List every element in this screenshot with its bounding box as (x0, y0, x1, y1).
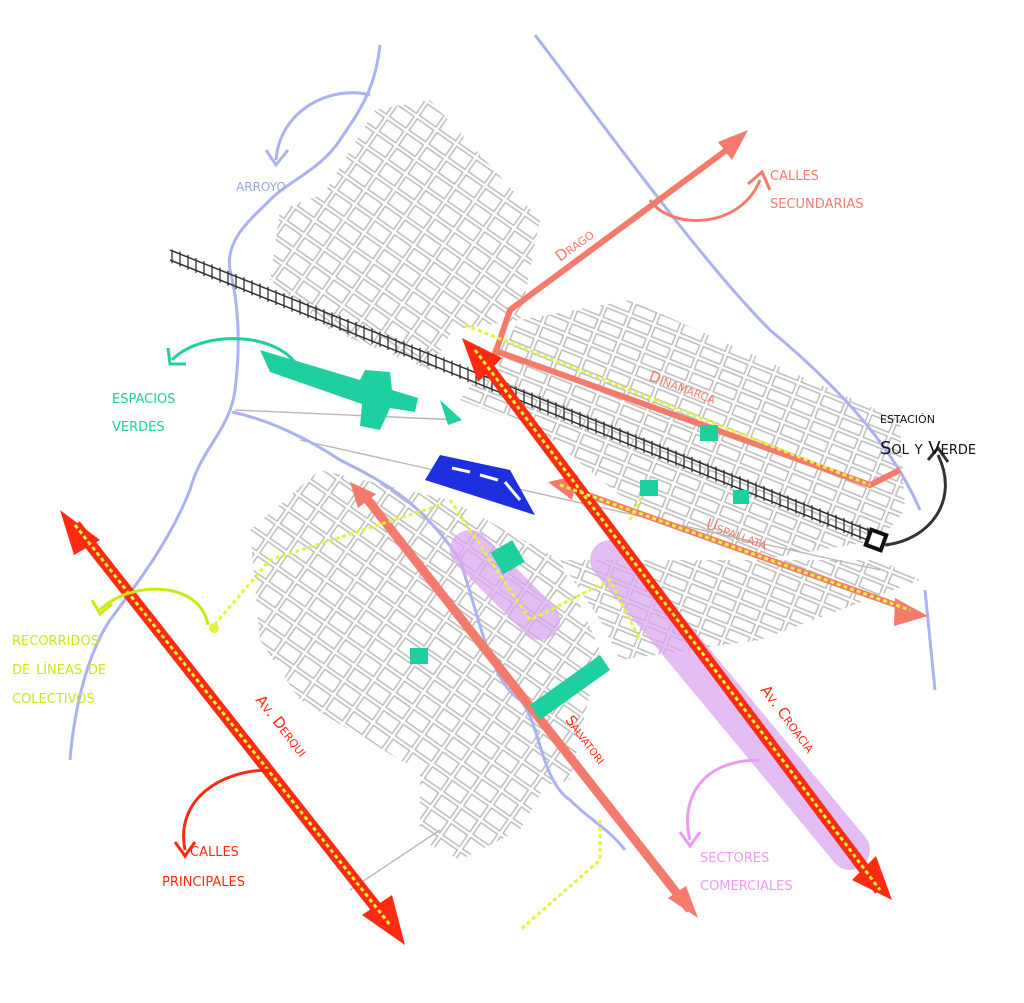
espacios-verdes-label-1: espacios (112, 386, 176, 408)
comerciales-arrow (678, 758, 761, 849)
estacion-label-2: Sol y Verde (880, 438, 976, 459)
secundarias-arrow (648, 169, 772, 222)
station-block (425, 455, 535, 515)
calles-principales-label-2: principales (162, 869, 245, 891)
station-marker-icon (863, 445, 950, 553)
estacion-label-1: estación (880, 408, 935, 427)
drago-line (490, 137, 742, 361)
verdes-arrow (166, 337, 302, 371)
sectores-comerciales-label-2: comerciales (700, 874, 793, 895)
street-label-av-derqui: Av. Derqui (252, 691, 311, 760)
principales-arrow (173, 768, 271, 859)
arroyo-arrow (264, 91, 371, 168)
sectores-comerciales-label-1: sectores (700, 846, 769, 867)
espacios-verdes-label-2: verdes (112, 414, 165, 436)
stream-lines (68, 34, 937, 851)
recorridos-label-3: colectivos (12, 687, 95, 708)
calles-principales-label-1: calles (190, 839, 239, 861)
colectivos-arrow (90, 587, 210, 626)
bus-routes (73, 323, 911, 932)
recorridos-label-1: recorridos (12, 629, 99, 650)
recorridos-label-2: de líneas de (12, 658, 106, 679)
calles-secundarias-label-1: calles (770, 163, 819, 185)
railway (167, 248, 883, 547)
calles-secundarias-label-2: secundarias (770, 191, 863, 213)
arroyo-label: arroyo (236, 176, 286, 196)
